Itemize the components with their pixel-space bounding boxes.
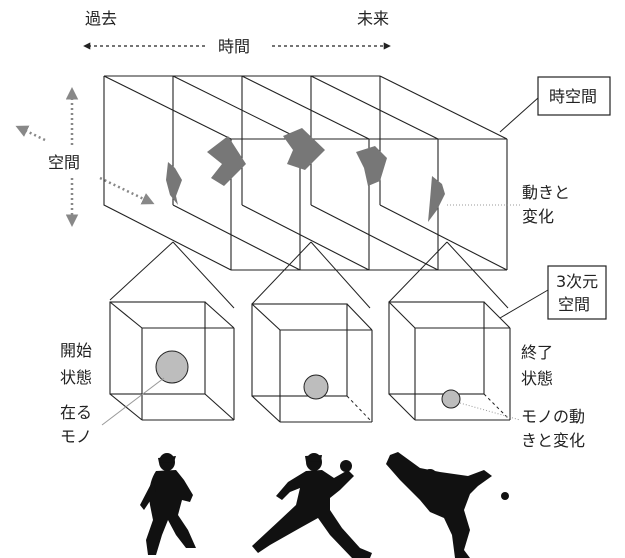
motion-arrow-4: [356, 146, 387, 186]
object-ball-end: [441, 389, 461, 409]
spacetime-label: 時空間: [549, 87, 597, 106]
motion-arrow-2: [207, 136, 246, 186]
object-motion-leader: [459, 402, 521, 421]
end-state-label-2: 状態: [521, 369, 553, 388]
start-state-label-2: 状態: [60, 368, 92, 387]
object-motion-label-2: きと変化: [521, 431, 585, 450]
space3d-label-1: 3次元: [556, 272, 598, 291]
time-label: 時間: [218, 37, 250, 56]
past-label: 過去: [85, 9, 117, 28]
space3d-box: [547, 265, 607, 320]
object-label-2: モノ: [60, 427, 92, 446]
pitcher-silhouette-1: [140, 453, 196, 555]
pitcher-silhouette-2: [252, 453, 372, 558]
object-ball-start: [155, 350, 189, 384]
cube-start: [109, 301, 235, 421]
cube-middle: [251, 303, 373, 423]
pitcher-silhouette-3: [386, 452, 509, 558]
space-axes: [15, 87, 155, 227]
cube-end-hidden: [389, 302, 511, 421]
projection-lines: [109, 241, 509, 309]
spacetime-box: [537, 76, 611, 116]
spacetime-leader: [499, 97, 539, 133]
cube-end: [388, 301, 511, 421]
object-label-1: 在る: [60, 403, 92, 422]
end-state-label-1: 終了: [521, 343, 553, 362]
future-label: 未来: [357, 9, 389, 28]
object-ball-middle: [303, 374, 329, 400]
space3d-leader: [499, 289, 549, 319]
motion-arrow-5: [428, 176, 445, 222]
motion-arrow-3: [283, 128, 325, 170]
object-motion-label-1: モノの動: [521, 407, 585, 426]
space-label: 空間: [48, 153, 80, 172]
spacetime-slices: [103, 75, 508, 271]
cube-middle-hidden: [252, 304, 373, 423]
motion-label-2: 変化: [522, 207, 554, 226]
start-state-label-1: 開始: [60, 341, 92, 360]
motion-arrow-1: [166, 162, 182, 205]
motion-label-1: 動きと: [522, 183, 570, 202]
motion-arrows: [166, 128, 445, 222]
space3d-label-2: 空間: [558, 295, 590, 314]
object-leader: [101, 377, 165, 426]
